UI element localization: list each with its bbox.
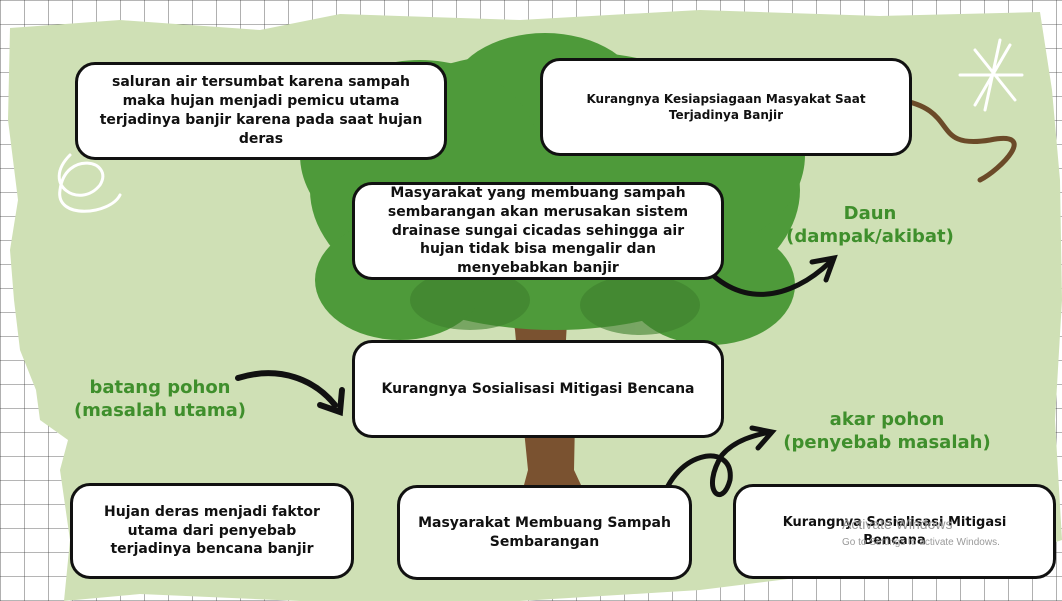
star-doodle	[958, 38, 1024, 112]
loop-doodle	[57, 153, 122, 213]
watermark-subtitle: Go to Settings to activate Windows.	[842, 537, 1000, 548]
box-socialization-text: Kurangnya Sosialisasi Mitigasi Bencana	[782, 514, 1007, 548]
box-preparedness-text: Kurangnya Kesiapsiagaan Masyakat Saat Te…	[586, 91, 866, 122]
arrow-to-root	[657, 425, 777, 513]
box-preparedness: Kurangnya Kesiapsiagaan Masyakat Saat Te…	[540, 58, 912, 156]
box-waste-impact: Masyarakat yang membuang sampah sembaran…	[352, 182, 724, 280]
tree-foliage-shade	[410, 270, 700, 335]
label-trunk: batang pohon (masalah utama)	[73, 377, 247, 422]
box-heavy-rain: Hujan deras menjadi faktor utama dari pe…	[70, 483, 354, 579]
box-main-problem-text: Kurangnya Sosialisasi Mitigasi Bencana	[381, 380, 695, 397]
arrow-to-trunk	[235, 370, 345, 417]
box-littering: Masyarakat Membuang Sampah Sembarangan	[397, 485, 692, 580]
box-drainage-cause-text: saluran air tersumbat karena sampah maka…	[99, 74, 423, 147]
box-drainage-cause: saluran air tersumbat karena sampah maka…	[75, 62, 447, 160]
box-socialization: Kurangnya Sosialisasi Mitigasi Bencana	[733, 484, 1056, 579]
squiggle-doodle	[897, 97, 1017, 183]
label-root: akar pohon (penyebab masalah)	[783, 409, 991, 454]
box-main-problem: Kurangnya Sosialisasi Mitigasi Bencana	[352, 340, 724, 438]
watermark-title: Activate Windows	[842, 516, 953, 532]
label-leaf: Daun (dampak/akibat)	[786, 203, 954, 248]
box-heavy-rain-text: Hujan deras menjadi faktor utama dari pe…	[104, 503, 320, 558]
box-waste-impact-text: Masyarakat yang membuang sampah sembaran…	[387, 184, 689, 277]
box-littering-text: Masyarakat Membuang Sampah Sembarangan	[418, 514, 671, 550]
